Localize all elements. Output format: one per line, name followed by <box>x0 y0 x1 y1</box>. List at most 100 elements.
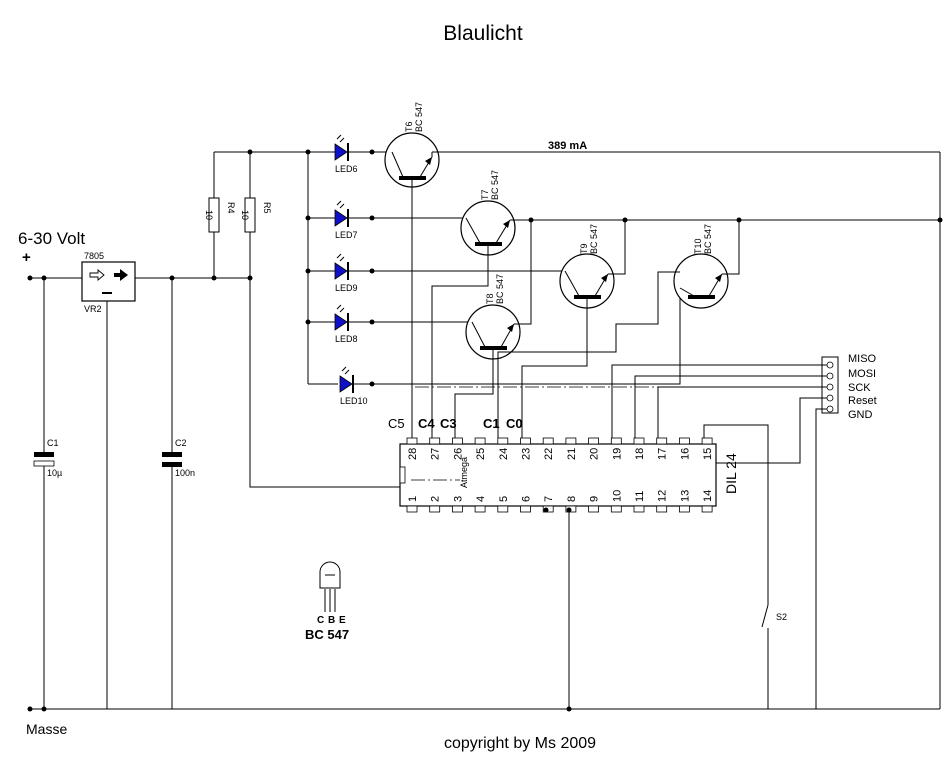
ic-pin-26 <box>451 437 463 445</box>
ic-pin-27 <box>429 437 441 445</box>
s2-ref-label: S2 <box>776 612 787 622</box>
r5-value-label: 10 <box>240 210 250 220</box>
ic-package-label: DIL 24 <box>723 453 739 494</box>
t8-ref-label: T8 <box>485 293 495 304</box>
t7-type-label: BC 547 <box>490 170 500 200</box>
ic-pin-25 <box>474 437 486 445</box>
ic-pin-label-3: 3 <box>452 496 464 502</box>
led-led6: LED6 <box>308 134 375 174</box>
isp-gnd-label: GND <box>848 409 873 421</box>
ic-pin-20 <box>588 437 599 445</box>
ic-pin-label-9: 9 <box>589 496 601 502</box>
isp-header: MISO MOSI SCK Reset GND <box>821 353 877 421</box>
ic-pin-28 <box>406 437 418 445</box>
switch-s2: S2 <box>703 424 787 709</box>
c1-ref-label: C1 <box>47 438 59 448</box>
t10-ref-label: T10 <box>693 238 703 254</box>
regulator-part-label: 7805 <box>84 251 104 261</box>
ic-pin-19 <box>610 437 622 445</box>
ic-pin-11 <box>633 505 645 513</box>
ic-pin-13 <box>679 505 690 513</box>
led-led9: LED9 <box>308 253 375 293</box>
transistor-t6: T6 BC 547 <box>384 102 940 438</box>
ic-label: Atmega <box>459 457 469 488</box>
ic-pin-4 <box>474 505 486 513</box>
ic-pin-1 <box>406 505 418 513</box>
t9-type-label: BC 547 <box>589 224 599 254</box>
ic-atmega: Atmega DIL 24 <box>399 443 739 507</box>
ic-pin-14 <box>701 505 713 513</box>
pinout-c-label: C <box>317 615 324 626</box>
copyright-text: copyright by Ms 2009 <box>444 735 596 752</box>
pinout-e-label: E <box>339 615 346 626</box>
led6-label: LED6 <box>335 164 358 174</box>
transistor-t10: T10 BC 547 <box>497 220 740 438</box>
ic-pin-label-23: 23 <box>521 448 533 460</box>
ic-pin-label-12: 12 <box>657 490 669 502</box>
bc547-pinout-drawing: C B E BC 547 <box>305 561 349 642</box>
ic-pin-22 <box>542 437 554 445</box>
led7-label: LED7 <box>335 230 358 240</box>
ic-pin-label-4: 4 <box>475 496 487 502</box>
led-led7: LED7 <box>308 200 375 240</box>
diagram-title: Blaulicht <box>443 22 523 45</box>
ic-pin-2 <box>429 505 441 513</box>
ic-pin-label-20: 20 <box>589 448 601 460</box>
ic-pin-label-10: 10 <box>611 490 623 502</box>
ic-pin-12 <box>656 505 668 513</box>
ground-rail <box>27 706 940 712</box>
ic-pin-5 <box>497 505 509 513</box>
supply-input-wire <box>27 275 82 281</box>
ic-pin-label-11: 11 <box>634 491 646 502</box>
led8-label: LED8 <box>335 334 358 344</box>
ic-pin-label-1: 1 <box>407 496 419 502</box>
isp-sck-label: SCK <box>848 382 871 394</box>
ic-pin-label-26: 26 <box>452 448 464 460</box>
isp-mosi-label: MOSI <box>848 368 876 380</box>
ic-pin-label-7: 7 <box>543 496 555 502</box>
led-led8: LED8 <box>308 304 375 344</box>
ic-pin-9 <box>588 505 599 513</box>
regulator-ref-label: VR2 <box>84 304 102 314</box>
pinout-name-label: BC 547 <box>305 627 349 642</box>
ic-pin-3 <box>451 505 463 513</box>
led9-label: LED9 <box>335 283 358 293</box>
ic-pin-6 <box>520 505 531 513</box>
r4-value-label: 10 <box>204 210 214 220</box>
resistor-r5: 10 R5 <box>240 152 272 278</box>
c1-value-label: 10µ <box>47 468 62 478</box>
ic-pin-label-2: 2 <box>430 496 442 502</box>
transistor-t9: T9 BC 547 <box>521 220 626 438</box>
ic-pin-label-16: 16 <box>679 448 691 460</box>
ic-pin-label-6: 6 <box>521 496 533 502</box>
ic-pin-21 <box>565 437 577 445</box>
port-label-c0: C0 <box>506 416 523 431</box>
capacitor-c2: C2 100n <box>162 278 195 709</box>
ic-pin-16 <box>679 437 690 445</box>
isp-miso-label: MISO <box>848 353 877 365</box>
capacitor-c1: C1 10µ <box>33 278 62 709</box>
t9-ref-label: T9 <box>579 243 589 254</box>
ic-pin-24 <box>497 437 509 445</box>
t6-ref-label: T6 <box>404 121 414 132</box>
current-label: 389 mA <box>548 140 587 152</box>
ic-pin-label-19: 19 <box>611 448 623 460</box>
r5-ref-label: R5 <box>262 202 272 214</box>
pinout-b-label: B <box>328 615 335 626</box>
ic-pin-label-24: 24 <box>498 448 510 460</box>
transistor-t7: T7 BC 547 <box>431 170 940 438</box>
c2-ref-label: C2 <box>175 438 187 448</box>
ic-pin-label-18: 18 <box>634 448 646 460</box>
ic-pin-label-25: 25 <box>475 448 487 460</box>
supply-plus-label: + <box>22 249 31 266</box>
led-led10: LED10 <box>339 366 375 406</box>
ic-pin-label-15: 15 <box>702 448 714 460</box>
port-label-c1: C1 <box>483 416 500 431</box>
isp-reset-label: Reset <box>848 395 877 407</box>
resistor-r4: 10 R4 <box>204 152 236 278</box>
regulator-7805: 7805 VR2 <box>81 251 136 709</box>
ic-pin-label-14: 14 <box>702 490 714 502</box>
